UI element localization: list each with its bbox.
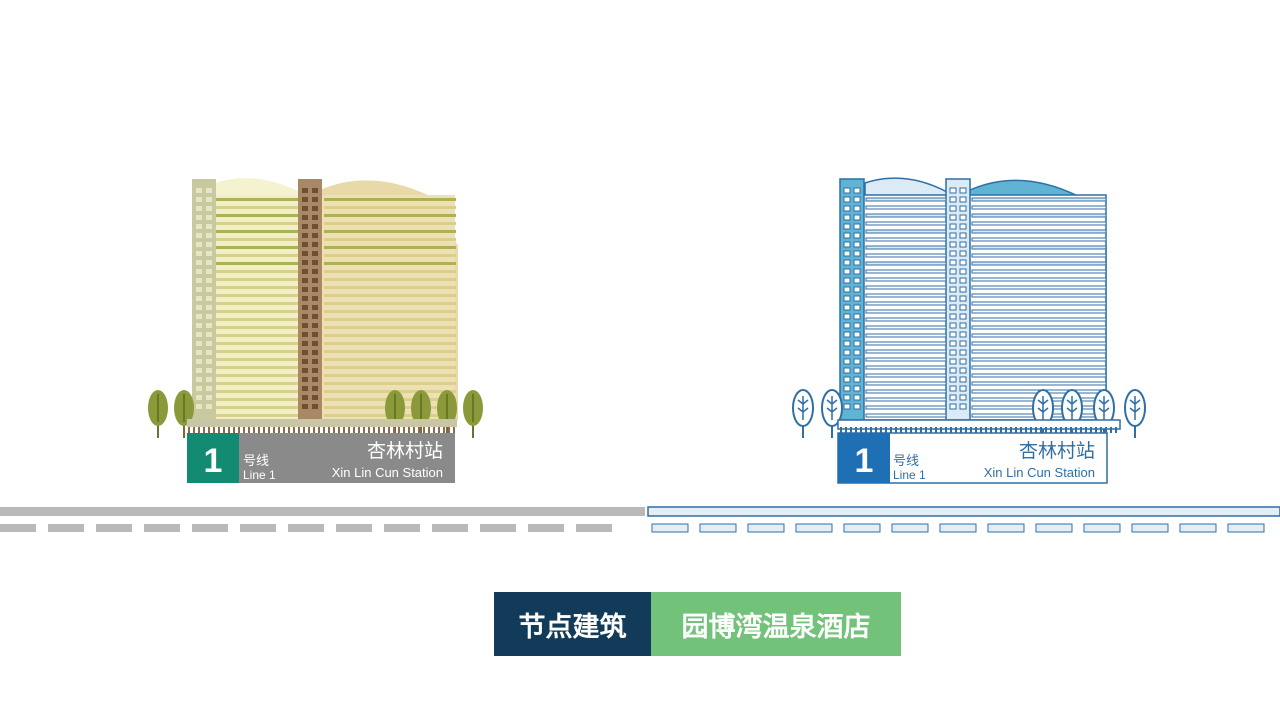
left-hotel-building bbox=[192, 178, 458, 420]
right-line-number: 1 bbox=[855, 442, 874, 480]
metro-track bbox=[0, 506, 1280, 533]
track-sleepers-gray bbox=[0, 524, 612, 532]
left-trees bbox=[148, 390, 483, 438]
right-line-en: Line 1 bbox=[893, 468, 926, 482]
left-plinth bbox=[187, 419, 457, 427]
left-line-en: Line 1 bbox=[243, 468, 276, 482]
left-station-cn: 杏林村站 bbox=[367, 440, 443, 462]
left-station-en: Xin Lin Cun Station bbox=[332, 465, 443, 480]
caption-label: 节点建筑 bbox=[494, 592, 651, 656]
left-line-cn: 号线 bbox=[243, 454, 269, 469]
right-station-cn: 杏林村站 bbox=[1019, 440, 1095, 462]
right-line-cn: 号线 bbox=[893, 454, 919, 469]
track-rail-gray bbox=[0, 507, 645, 516]
right-hotel-building bbox=[839, 177, 1107, 421]
caption-building-name: 园博湾温泉酒店 bbox=[651, 592, 901, 656]
track-sleepers-blue bbox=[651, 523, 1265, 533]
right-station-en: Xin Lin Cun Station bbox=[984, 465, 1095, 480]
right-plinth bbox=[837, 419, 1121, 430]
left-line-number: 1 bbox=[204, 442, 223, 480]
track-rail-blue bbox=[647, 506, 1280, 517]
left-station-sign: 1 号线 Line 1 杏林村站 Xin Lin Cun Station bbox=[187, 433, 455, 483]
right-station-sign: 1 号线 Line 1 杏林村站 Xin Lin Cun Station bbox=[837, 432, 1108, 484]
